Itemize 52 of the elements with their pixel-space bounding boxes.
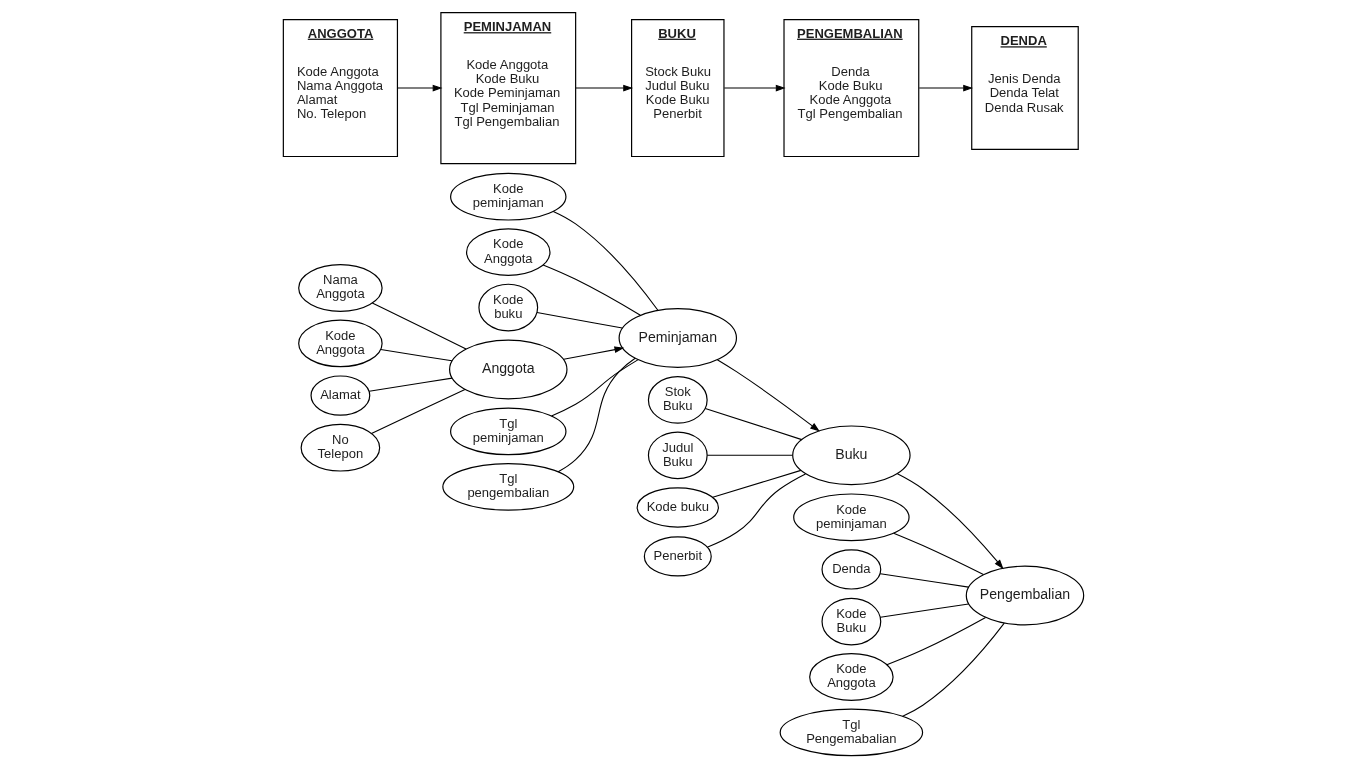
connector	[879, 603, 969, 618]
node-ellipse: Nama Anggota	[297, 264, 383, 312]
node-ellipse: Kode buku	[477, 283, 538, 332]
node-ellipse: No Telepon	[300, 423, 380, 472]
connector	[879, 573, 969, 588]
node-ellipse: Kode buku	[636, 487, 719, 528]
node-ellipse: Kode peminjaman	[449, 172, 567, 221]
connector	[557, 357, 636, 473]
connector	[892, 532, 984, 576]
arrow	[896, 473, 1004, 570]
node-ellipse: Peminjaman	[618, 308, 737, 368]
node-box: ANGGOTA Kode Anggota Nama Anggota Alamat No. Telepon	[282, 19, 398, 158]
connector	[542, 264, 641, 316]
node-box: BUKU Stock Buku Judul Buku Kode Buku Penerbit	[630, 19, 725, 158]
node-box: DENDA Jenis Denda Denda Telat Denda Rusak	[970, 26, 1079, 151]
arrow	[918, 84, 973, 92]
node-ellipse: Tgl pengembalian	[441, 462, 574, 511]
node-ellipse: Pengembalian	[965, 565, 1084, 626]
connector	[901, 622, 1005, 717]
arrow	[562, 346, 624, 360]
arrow	[396, 84, 442, 92]
connector	[552, 210, 658, 311]
node-ellipse: Kode Anggota	[297, 319, 383, 368]
node-ellipse: Kode Anggota	[808, 653, 894, 701]
node-ellipse: Alamat	[309, 375, 370, 416]
connector	[368, 377, 453, 392]
arrow	[574, 84, 633, 92]
connector	[706, 454, 793, 456]
connector	[370, 388, 465, 435]
node-ellipse: Kode Buku	[820, 597, 881, 646]
connector	[885, 617, 986, 666]
arrow	[716, 359, 820, 432]
node-box: PEMINJAMAN Kode Anggota Kode Buku Kode Peminjaman Tgl Peminjaman Tgl Pengembalian	[439, 11, 576, 165]
node-ellipse: Kode peminjaman	[792, 493, 910, 542]
connector	[704, 407, 802, 441]
node-ellipse: Penerbit	[643, 536, 712, 577]
connector	[371, 302, 467, 350]
node-ellipse: Judul Buku	[647, 431, 708, 480]
node-ellipse: Denda	[820, 549, 881, 590]
arrow	[723, 84, 786, 92]
connector	[550, 359, 639, 417]
node-ellipse: Buku	[791, 425, 911, 486]
node-ellipse: Kode Anggota	[465, 228, 551, 277]
node-ellipse: Tgl Pengemabalian	[779, 708, 923, 757]
connector	[379, 349, 452, 362]
node-ellipse: Tgl peminjaman	[449, 407, 567, 456]
connector	[706, 473, 806, 548]
node-box: PENGEMBALIAN Denda Kode Buku Kode Anggota Tgl Pengembalian	[782, 19, 919, 158]
connector	[535, 312, 623, 329]
connector	[711, 469, 801, 498]
node-ellipse: Anggota	[448, 339, 568, 400]
node-ellipse: Stok Buku	[647, 376, 708, 424]
